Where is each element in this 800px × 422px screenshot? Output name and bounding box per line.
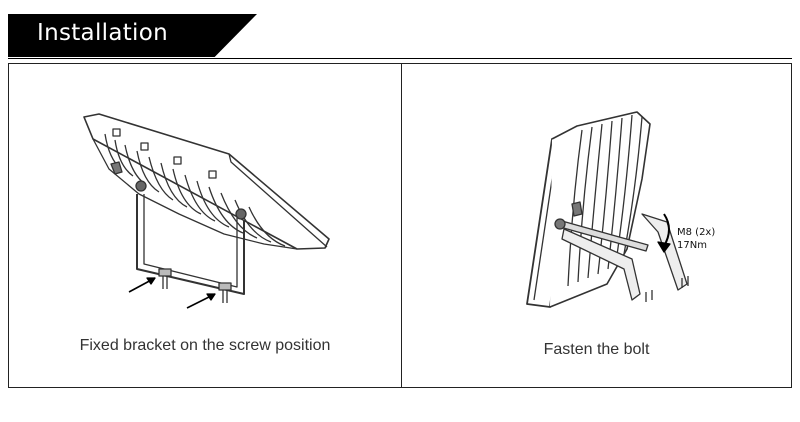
step-caption: Fasten the bolt bbox=[543, 341, 650, 358]
floodlight-bracket-illustration bbox=[83, 113, 330, 309]
torque-label: 17Nm bbox=[677, 240, 707, 251]
header-divider bbox=[8, 58, 792, 59]
floodlight-fasten-illustration bbox=[526, 111, 689, 308]
bolt-size-label: M8 (2x) bbox=[677, 227, 716, 238]
section-title: Installation bbox=[37, 20, 168, 46]
section-header-banner: Installation bbox=[8, 14, 257, 57]
step-caption: Fixed bracket on the screw position bbox=[79, 337, 331, 354]
step-panel-bracket: Fixed bracket on the screw position bbox=[8, 63, 402, 388]
step-panel-fasten: M8 (2x) 17Nm Fasten the bolt bbox=[401, 63, 792, 388]
